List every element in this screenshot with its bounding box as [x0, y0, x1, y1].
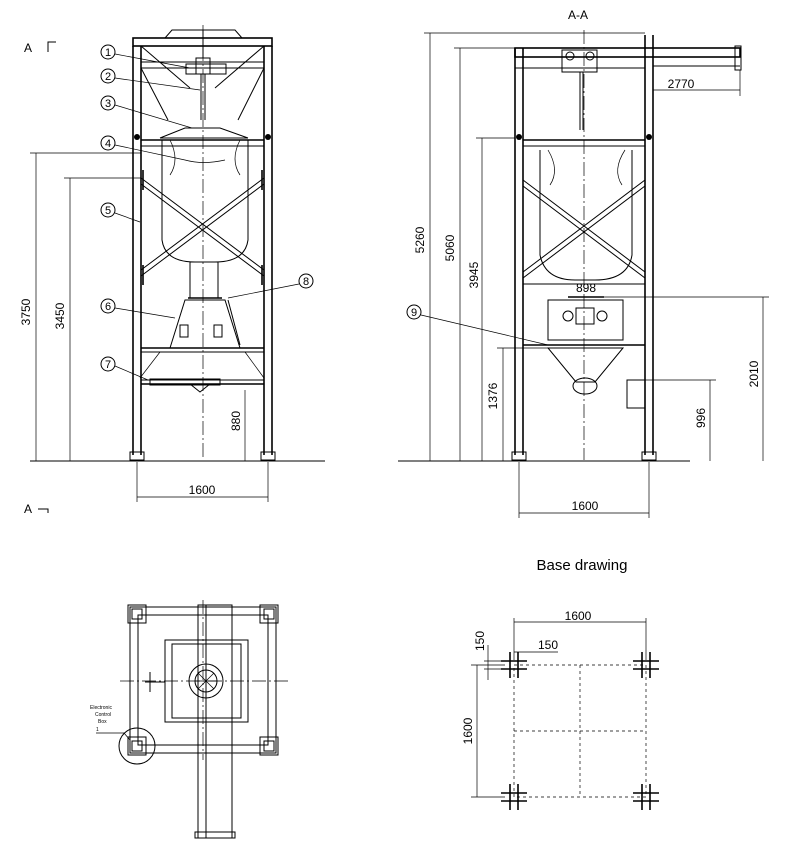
dim-side-5060: 5060	[443, 234, 457, 261]
base-anchor-br	[633, 784, 659, 810]
callout-9: 9	[406, 304, 549, 346]
dim-base-1600-left: 1600	[461, 717, 475, 744]
plan-note-line2: Control	[95, 712, 111, 718]
front-elevation: 3750 3450 880 1600 A A	[19, 25, 325, 516]
base-anchor-bl	[501, 784, 527, 810]
dim-side-1376: 1376	[486, 382, 500, 409]
svg-text:8: 8	[303, 276, 309, 288]
dim-side-2010: 2010	[747, 360, 761, 387]
plan-view: Electronic Control Box 1	[90, 600, 290, 839]
svg-text:1: 1	[105, 47, 111, 59]
base-drawing: Base drawing 1600 150 150 1600	[461, 557, 659, 810]
base-anchor-tl	[501, 652, 527, 678]
dim-side-2770: 2770	[668, 77, 695, 91]
svg-text:6: 6	[105, 301, 111, 313]
plan-note-index: 1	[96, 727, 99, 733]
base-drawing-title: Base drawing	[537, 557, 628, 574]
callout-7: 7	[100, 356, 149, 381]
dim-side-3945: 3945	[467, 261, 481, 288]
callout-3: 3	[100, 95, 193, 129]
callout-2: 2	[100, 68, 201, 91]
svg-text:2: 2	[105, 71, 111, 83]
section-mark-bottom: A	[24, 502, 32, 516]
svg-text:9: 9	[411, 307, 417, 319]
callout-1: 1	[100, 44, 191, 69]
dim-base-1600-top: 1600	[565, 609, 592, 623]
svg-text:5: 5	[105, 205, 111, 217]
plan-note-line1: Electronic	[90, 705, 112, 711]
dim-side-1600: 1600	[572, 499, 599, 513]
section-title: A-A	[568, 8, 588, 22]
svg-text:4: 4	[105, 138, 111, 150]
dim-side-5260: 5260	[413, 226, 427, 253]
dim-base-150-h: 150	[538, 638, 558, 652]
svg-text:7: 7	[105, 359, 111, 371]
callout-6: 6	[100, 298, 176, 319]
dim-side-996: 996	[694, 408, 708, 428]
dim-base-150-v: 150	[473, 631, 487, 651]
dim-front-880: 880	[229, 411, 243, 431]
callout-5: 5	[100, 202, 141, 223]
plan-note-line3: Box	[98, 719, 107, 725]
dim-side-898: 898	[576, 281, 596, 295]
section-view: A-A	[398, 8, 769, 518]
dim-front-1600: 1600	[189, 483, 216, 497]
base-anchor-tr	[633, 652, 659, 678]
front-callouts: 1 2 3 4 5 6 7 8	[100, 44, 314, 381]
section-mark-top: A	[24, 41, 32, 55]
dim-front-3750: 3750	[19, 298, 33, 325]
dim-front-3450: 3450	[53, 302, 67, 329]
callout-8: 8	[227, 273, 314, 299]
callout-4: 4	[100, 135, 186, 161]
svg-text:3: 3	[105, 98, 111, 110]
